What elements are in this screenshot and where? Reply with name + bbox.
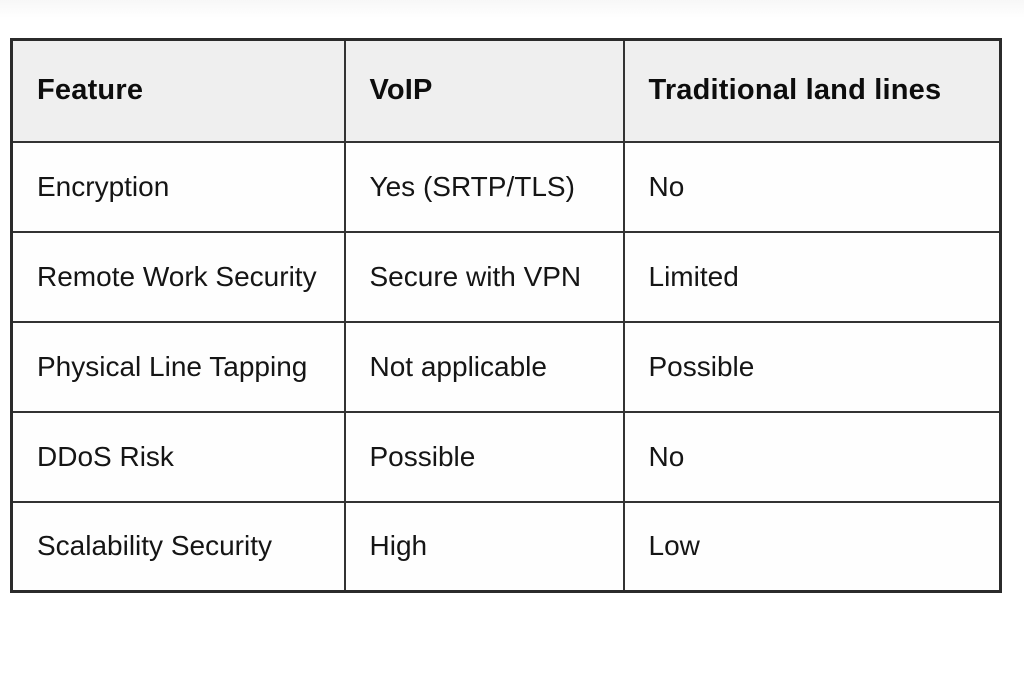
table-cell: Limited xyxy=(622,230,1002,323)
header-row: Feature VoIP Traditional land lines xyxy=(10,38,1002,143)
table-cell: DDoS Risk xyxy=(10,410,346,503)
table-cell: Possible xyxy=(343,410,625,503)
table-cell: Scalability Security xyxy=(10,500,346,593)
column-header-traditional: Traditional land lines xyxy=(622,38,1002,143)
table-body: Encryption Yes (SRTP/TLS) No Remote Work… xyxy=(10,140,1002,593)
table-row-ddos: DDoS Risk Possible No xyxy=(10,410,1002,503)
table-cell: Remote Work Security xyxy=(10,230,346,323)
table-row-encryption: Encryption Yes (SRTP/TLS) No xyxy=(10,140,1002,233)
table-cell: Secure with VPN xyxy=(343,230,625,323)
table-cell: No xyxy=(622,140,1002,233)
table-cell: No xyxy=(622,410,1002,503)
column-header-feature: Feature xyxy=(10,38,346,143)
column-header-voip: VoIP xyxy=(343,38,625,143)
table-row-line-tapping: Physical Line Tapping Not applicable Pos… xyxy=(10,320,1002,413)
table-cell: Low xyxy=(622,500,1002,593)
table-cell: Possible xyxy=(622,320,1002,413)
table-row-remote-work: Remote Work Security Secure with VPN Lim… xyxy=(10,230,1002,323)
table-cell: Encryption xyxy=(10,140,346,233)
table-cell: Physical Line Tapping xyxy=(10,320,346,413)
table-cell: High xyxy=(343,500,625,593)
table-header: Feature VoIP Traditional land lines xyxy=(10,38,1002,143)
table-row-scalability: Scalability Security High Low xyxy=(10,500,1002,593)
table-cell: Not applicable xyxy=(343,320,625,413)
comparison-table: Feature VoIP Traditional land lines Encr… xyxy=(10,38,1002,593)
table-cell: Yes (SRTP/TLS) xyxy=(343,140,625,233)
